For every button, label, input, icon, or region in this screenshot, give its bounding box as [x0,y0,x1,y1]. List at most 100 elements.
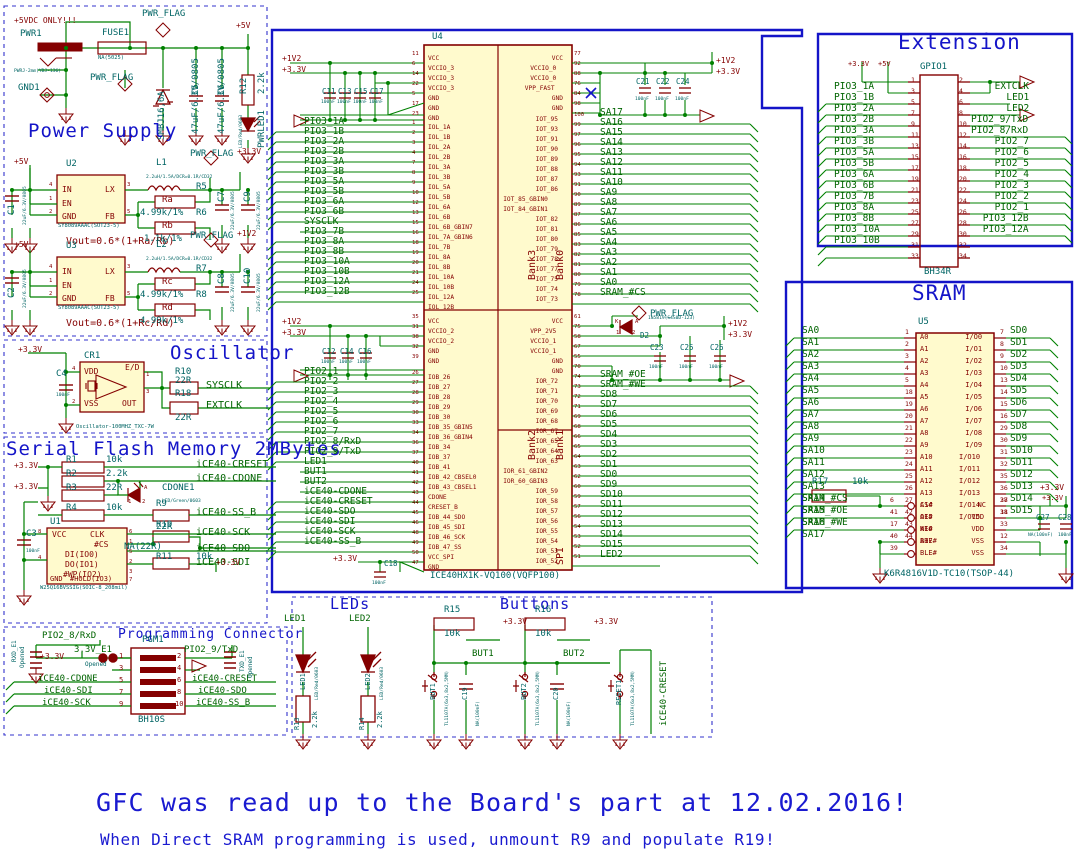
u5-apin-a17: A17 [920,537,933,545]
u5-apnum-22: 22 [905,436,913,444]
u4-rbio-ior_57: IOR_57 [535,508,558,515]
led1-value: LED/Red/0603 [315,666,320,700]
r6-alias: Rb [162,221,173,231]
u3-refdes: U3 [66,241,77,251]
u4-lbio-vcc_spi: VCC_SPI [428,554,455,561]
sram-net-sd8: SD8 [1010,421,1028,432]
pwr1-value: PWRJ-2mm(YDJ-136) [14,69,62,74]
r4-value: 10k [106,503,123,513]
gpio1-pinnum-3: 3 [911,87,915,95]
u5-ppnum-33: 33 [1000,520,1008,528]
u5-apin-a1: A1 [920,345,929,353]
ext-left-net-pio3_8a: PIO3_8A [834,202,875,213]
u5-dpin-io13: I/O13 [959,489,981,497]
u2-part: SY8089AAAC(SOT23-5) [58,223,120,229]
u4-lbionum-28: 28 [412,390,419,396]
u4-rbionum-71: 71 [574,404,581,410]
u4-lbio-iob_42_cbsel0: IOB_42_CBSEL0 [428,474,477,481]
pgm-left-3: iCE40-SDI [44,686,93,696]
but1-refdes: BUT1 [429,683,437,700]
c20-refdes: C20 [552,687,560,700]
sram-net-sa1: SA1 [802,337,820,348]
u4-rmpnum-61: 61 [574,314,581,320]
r10-value: 22R [175,376,192,386]
pgm1-refdes: PGM1 [142,635,164,645]
u2-out-rail: +3.3V [237,147,262,156]
sram-net-sa3: SA3 [802,361,820,372]
u4-lio-iol_6b: IOL_6B [428,214,451,221]
c8-refdes: C8 [217,273,227,284]
cr1-pin-vdd: VDD [84,367,99,376]
u4-rbionum-72: 72 [574,394,581,400]
u5-apin-a2: A2 [920,357,929,365]
net-sa15: SA15 [600,127,623,138]
u4-rbionum-51: 51 [574,554,581,560]
net-ice40-sdi: iCE40-SDI [304,516,356,527]
c19-refdes: C19 [461,687,469,700]
net-ice40-cdone-1: iCE40-CDONE [196,473,263,484]
net-pio3_10b: PIO3_10B [304,266,350,277]
u4-rio-iot_74: IOT_74 [535,286,558,293]
c21-refdes: C21 [636,77,650,86]
cr1-pin-out: OUT [122,399,137,408]
u4-rionum-100: 100 [574,112,585,118]
reset1-refdes: RESET1 [615,679,623,705]
u5-dpin-io12: I/O12 [959,477,981,485]
u4-rmpnum-58: 58 [574,334,581,340]
ext-right-net-pio3_12a: PIO3_12A [982,224,1029,235]
u4-rmpnum-70: 70 [574,364,581,370]
u2-pin-en: EN [62,199,72,208]
gpio1-pinnum-2: 2 [959,76,963,84]
net-sa14: SA14 [600,137,623,148]
u4-lionum-1: 1 [412,120,416,126]
u5-apnum-27: 27 [905,496,913,504]
sram-net-sd14: SD14 [1010,493,1033,504]
u4-lpnum-14: 14 [412,71,419,77]
ext-rail-5v: +5V [878,60,891,68]
u5-dpin-io11: I/O11 [959,465,981,473]
c3-refdes: C3 [26,529,37,539]
net-but2: BUT2 [304,476,327,487]
u4-lpnum-5: 5 [412,91,416,97]
u4-lio-iol_1a: IOL_1A [428,124,451,131]
but2-net: BUT2 [563,649,585,659]
section-title-sram: SRAM [912,281,967,305]
net-sd1: SD1 [600,459,618,470]
c12-refdes: C12 [322,347,336,356]
ext-right-net-led2: LED2 [1006,103,1030,114]
u4-rmpnum-75: 75 [574,324,581,330]
fpga-r-3v3: +3.3V [716,67,741,76]
u2-pin-in: IN [62,185,72,194]
u4-lpin-gnd-5: GND [428,105,440,112]
u4-rionum-86: 86 [574,222,581,228]
ext-left-net-pio3_2a: PIO3_2A [834,103,875,114]
net-ice40-sdo: iCE40-SDO [304,506,356,517]
u1-pinnum-3: 3 [129,569,133,575]
gpio1-pinnum-6: 6 [959,98,963,106]
u5-dpin-io15: I/O15 [959,513,981,521]
gpio1-pinnum-14: 14 [959,142,967,150]
u1-part: W25Q16BVSSIG(SOIC-8_208mil) [40,585,128,591]
net-sd7: SD7 [600,399,618,410]
sram-net-sd2: SD2 [1010,349,1028,360]
u4-rbio-ior_63: IOR_63 [535,458,558,465]
cr1-refdes: CR1 [84,351,101,361]
u4-lionum-13: 13 [412,210,419,216]
u4-refdes: U4 [432,32,443,42]
u5-apin-a6: A6 [920,405,929,413]
section-title-flash: Serial Flash Memory 2MBytes [6,438,342,460]
gpio1-pinnum-11: 11 [911,131,919,139]
ext-left-net-pio3_7b: PIO3_7B [834,191,875,202]
u4-rbionum-63: 63 [574,464,581,470]
net-pio3_6b: PIO3_6B [304,206,345,217]
c16-value: 100nF [357,360,371,365]
gpio1-pinnum-32: 32 [959,241,967,249]
u4-lbionum-36: 36 [412,440,419,446]
u5-dpnum-32: 32 [1000,460,1008,468]
net-pio3_2b: PIO3_2B [304,146,345,157]
u5-apnum-23: 23 [905,448,913,456]
u4-lmpin-vccio_2-1: VCCIO_2 [428,328,455,335]
c18-refdes: C18 [384,559,398,568]
gpio1-pinnum-30: 30 [959,230,967,238]
u1-pin-vcc: VCC [52,530,67,539]
